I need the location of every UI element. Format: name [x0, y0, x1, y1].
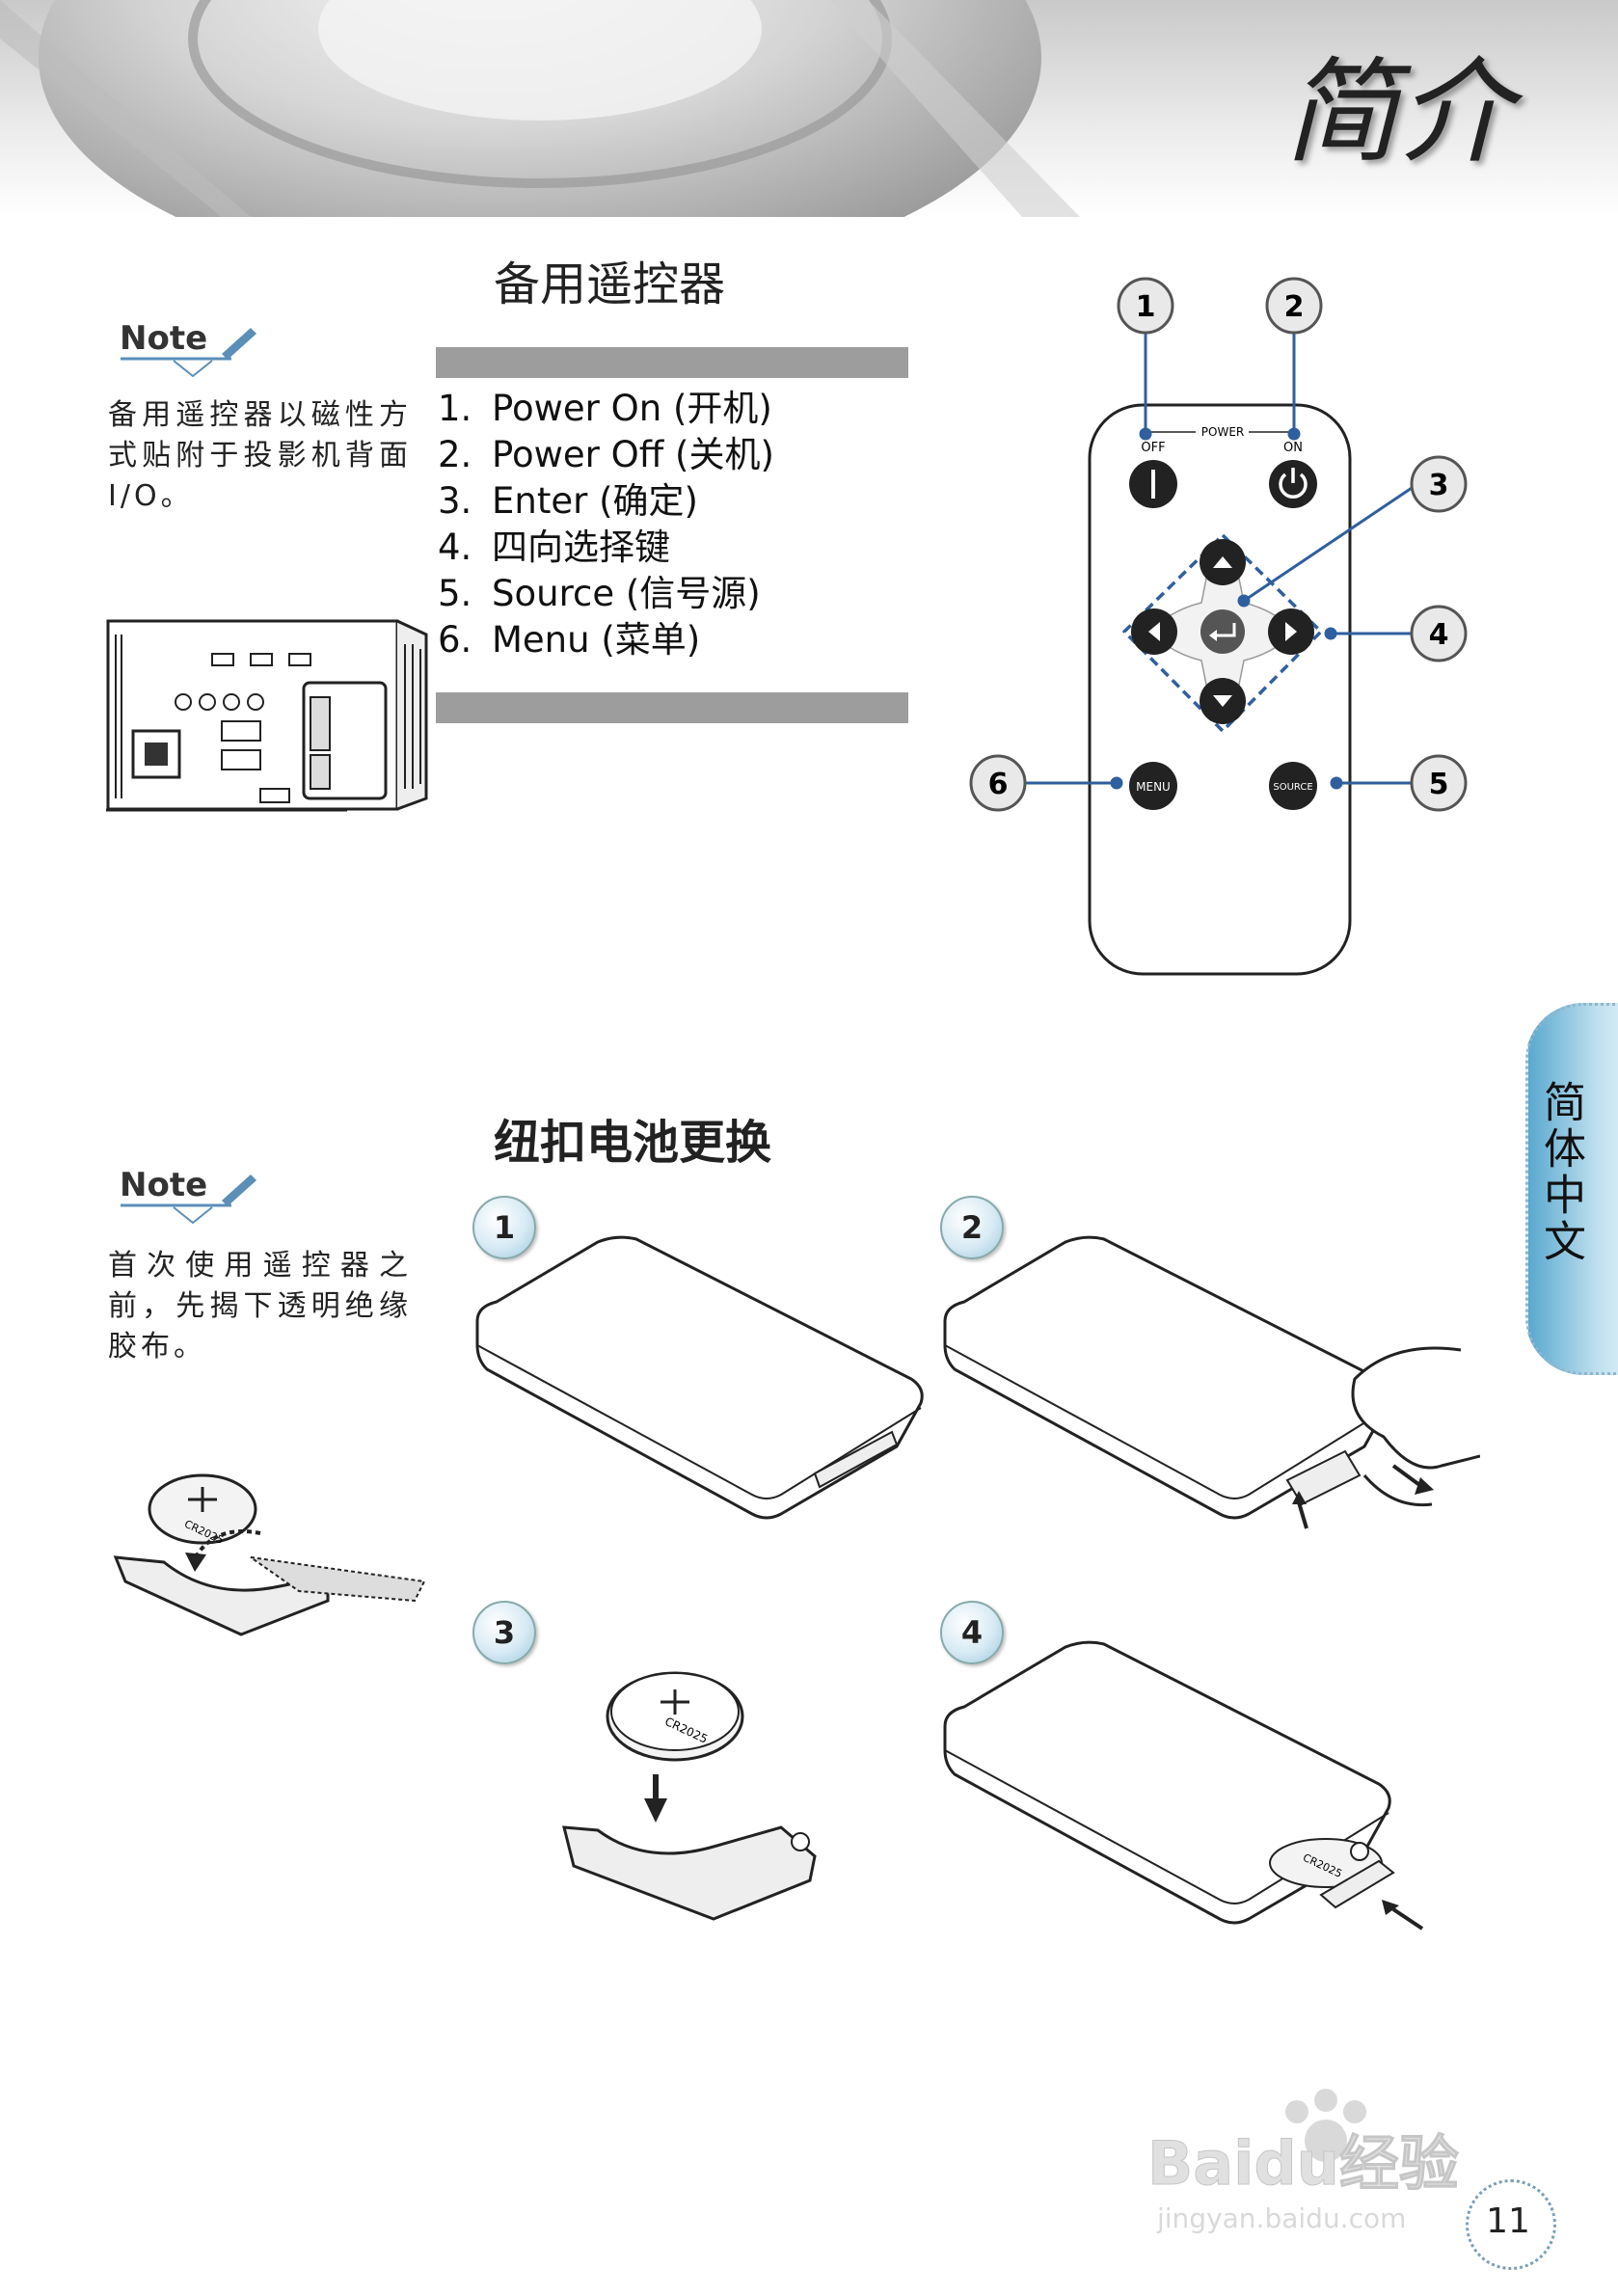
up-button[interactable]: [1200, 539, 1246, 585]
note-badge: Note: [116, 1157, 260, 1225]
list-item: 4.四向选择键: [438, 527, 670, 568]
left-button[interactable]: [1131, 608, 1177, 655]
callout-3: 3: [1410, 455, 1468, 513]
svg-text:1: 1: [1136, 290, 1156, 324]
off-label: OFF: [1141, 441, 1165, 455]
step-4-badge: 4: [940, 1601, 1004, 1664]
svg-text:6: 6: [988, 768, 1009, 801]
list-top-bar: [436, 347, 908, 378]
note-pen-icon: Note: [120, 1166, 256, 1225]
callout-6: 6: [969, 754, 1027, 812]
menu-button-label: MENU: [1136, 780, 1171, 794]
list-item: 6.Menu (菜单): [438, 619, 701, 661]
svg-text:3: 3: [1429, 469, 1449, 502]
list-item: 2.Power Off (关机): [438, 434, 774, 475]
menu-button[interactable]: MENU: [1129, 762, 1177, 810]
page-title: 简介: [1283, 45, 1512, 178]
step-1-badge: 1: [472, 1196, 536, 1259]
note-badge-label: Note: [120, 1166, 207, 1204]
step-2-remote-image: [943, 1235, 1480, 1529]
step-3-badge: 3: [472, 1601, 536, 1664]
enter-button[interactable]: [1200, 609, 1245, 654]
note-text-battery: 首次使用遥控器之前，先揭下透明绝缘胶布。: [108, 1249, 412, 1364]
callout-1: 1: [1117, 277, 1174, 335]
language-tab-label: 简体中文: [1536, 1080, 1585, 1265]
language-side-tab: [1525, 1003, 1618, 1375]
source-button[interactable]: SOURCE: [1269, 762, 1317, 810]
projector-rear-panel-image: [106, 619, 428, 812]
source-button-label: SOURCE: [1273, 782, 1312, 793]
list-item: 5.Source (信号源): [438, 573, 761, 614]
list-bottom-bar: [436, 692, 908, 723]
svg-text:2: 2: [1284, 290, 1305, 324]
note-badge: Note: [116, 311, 260, 378]
svg-text:Baidu经验: Baidu经验: [1147, 2128, 1459, 2199]
step-1-remote-image: [475, 1235, 924, 1520]
note-text-remote: 备用遥控器以磁性方式贴附于投影机背面I/O。: [108, 398, 412, 513]
callout-5: 5: [1410, 754, 1468, 812]
power-on-button[interactable]: [1269, 460, 1317, 508]
down-button[interactable]: [1200, 678, 1246, 724]
svg-text:4: 4: [1429, 618, 1449, 652]
step-3-battery-image: CR2025: [562, 1671, 817, 1921]
section-title-backup-remote: 备用遥控器: [494, 257, 726, 311]
page-number: 11: [1486, 2201, 1530, 2241]
note-pen-icon: Note: [120, 319, 256, 378]
header-banner: [0, 0, 1618, 217]
step-2-badge: 2: [940, 1196, 1004, 1259]
baidu-watermark: Baidu经验 jingyan.baidu.com: [1147, 2089, 1459, 2234]
battery-tape-image: CR2025: [113, 1473, 426, 1636]
list-item: 3.Enter (确定): [438, 480, 698, 522]
power-label: POWER: [1201, 425, 1244, 439]
remote-function-list: 1.Power On (开机) 2.Power Off (关机) 3.Enter…: [438, 386, 939, 663]
note-badge-label: Note: [120, 319, 207, 358]
list-item: 1.Power On (开机): [438, 388, 772, 429]
svg-text:5: 5: [1429, 768, 1449, 801]
right-button[interactable]: [1268, 608, 1314, 655]
step-4-remote-image: CR2025: [943, 1640, 1424, 1931]
on-label: ON: [1283, 441, 1303, 455]
remote-control-diagram: POWER OFF ON MENU SOURCE 1 2 3: [969, 277, 1468, 976]
svg-text:jingyan.baidu.com: jingyan.baidu.com: [1156, 2202, 1406, 2234]
page-number-ring: [1466, 2179, 1556, 2270]
callout-2: 2: [1265, 277, 1323, 335]
section-title-battery-replacement: 纽扣电池更换: [494, 1116, 772, 1170]
power-off-button[interactable]: [1129, 460, 1177, 508]
callout-4: 4: [1410, 605, 1468, 662]
lens-graphic: [0, 0, 1080, 217]
